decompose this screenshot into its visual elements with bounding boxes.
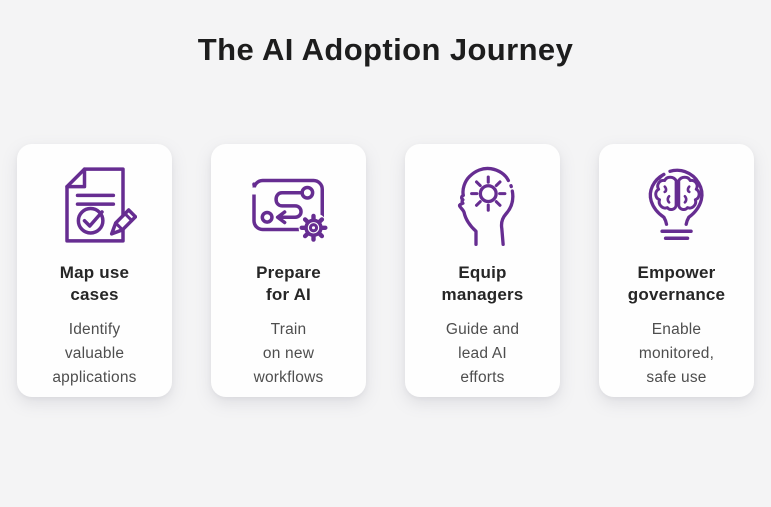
card-equip-managers: Equip managers Guide and lead AI efforts xyxy=(405,144,560,397)
card-empower-governance: Empower governance Enable monitored, saf… xyxy=(599,144,754,397)
card-description: Enable monitored, safe use xyxy=(638,320,715,386)
card-map-use-cases: Map use cases Identify valuable applicat… xyxy=(17,144,172,397)
head-idea-burst-icon xyxy=(405,161,560,249)
card-description: Train on new workflows xyxy=(253,320,324,386)
card-title: Empower governance xyxy=(627,263,726,305)
card-title: Map use cases xyxy=(59,263,130,305)
card-prepare-for-ai: Prepare for AI Train on new workflows xyxy=(211,144,366,397)
lightbulb-brain-icon xyxy=(599,161,754,249)
card-description: Identify valuable applications xyxy=(52,320,137,386)
card-description: Guide and lead AI efforts xyxy=(445,320,520,386)
document-check-pencil-icon xyxy=(17,161,172,249)
page-title: The AI Adoption Journey xyxy=(197,32,574,67)
card-title: Prepare for AI xyxy=(256,263,321,305)
card-title: Equip managers xyxy=(441,263,524,305)
workflow-roadmap-gear-icon xyxy=(211,161,366,249)
journey-cards: Map use cases Identify valuable applicat… xyxy=(0,144,771,397)
